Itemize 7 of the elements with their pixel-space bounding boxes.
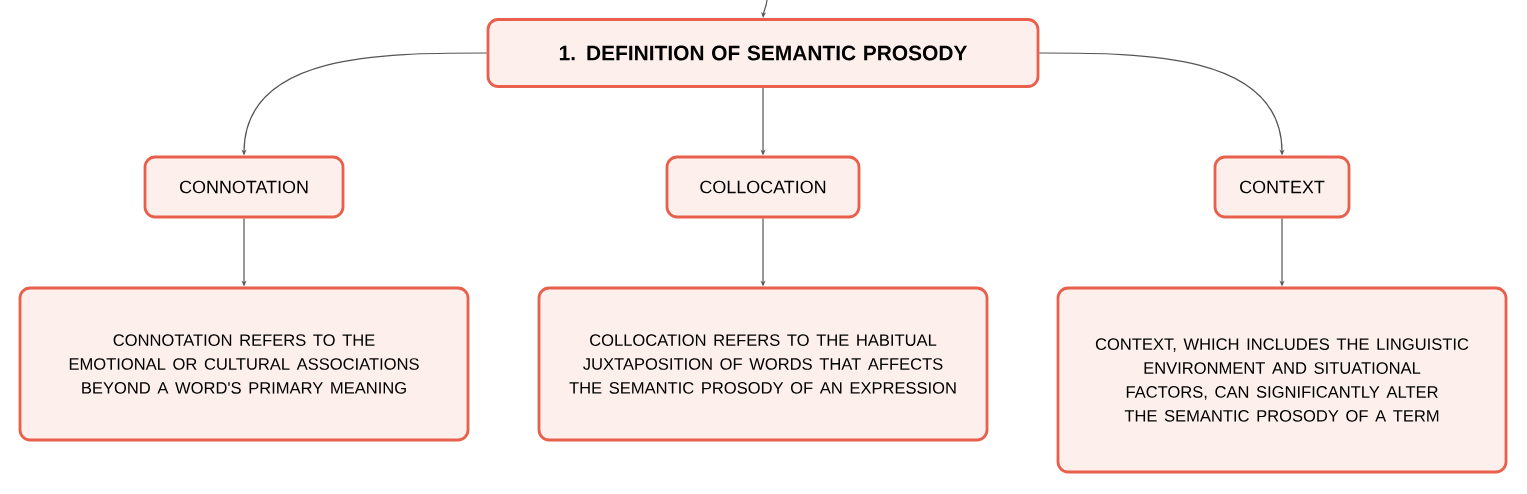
topic-box: COLLOCATION — [665, 155, 861, 219]
topic-box: CONNOTATION — [143, 155, 345, 219]
description-box: COLLOCATION REFERS TO THE HABITUAL JUXTAPOSITION OF WORDS THAT AFFECTS THE SEMANTIC PROSODY OF AN EXPRESSION — [537, 286, 989, 442]
title-box: 1. DEFINITION OF SEMANTIC PROSODY — [486, 18, 1040, 88]
description-box: CONNOTATION REFERS TO THE EMOTIONAL OR CULTURAL ASSOCIATIONS BEYOND A WORD'S PRIMARY MEANING — [18, 286, 470, 442]
topic-box: CONTEXT — [1213, 155, 1351, 219]
description-box: CONTEXT, WHICH INCLUDES THE LINGUISTIC ENVIRONMENT AND SITUATIONAL FACTORS, CAN SIGNIFICANTLY ALTER THE SEMANTIC PROSODY OF A TERM — [1056, 286, 1508, 474]
